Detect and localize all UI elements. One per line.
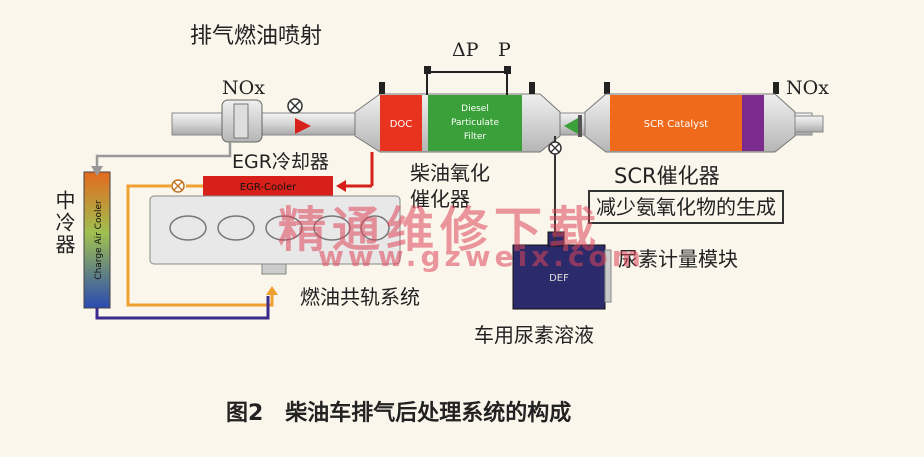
charge-air-cooler <box>83 171 111 309</box>
egr-cooler <box>203 176 333 196</box>
nox-outlet-label: NOx <box>786 77 829 99</box>
intake-line <box>126 184 274 307</box>
watermark-cn: 精通维修下载 <box>278 202 603 258</box>
egr-label: EGR-Cooler <box>240 182 297 193</box>
watermark-url: www.gzweix.com <box>318 240 645 273</box>
egr-valve <box>171 179 185 193</box>
temp-sensors <box>379 82 779 94</box>
dosing-module-label: 尿素计量模块 <box>618 247 738 271</box>
dpf-block <box>428 95 522 151</box>
cooled-air-line <box>95 296 270 320</box>
urea-injector <box>564 118 578 134</box>
figure-caption: 图2 柴油车排气后处理系统的构成 <box>226 401 572 426</box>
common-rail-label: 燃油共轨系统 <box>300 285 420 309</box>
scr-note-box: 减少氨氧化物的生成 <box>588 190 784 224</box>
scr-cn-label: SCR催化器 <box>614 164 720 188</box>
p-label: P <box>498 39 511 61</box>
svg-text:Particulate: Particulate <box>451 118 499 128</box>
doc-label: DOC <box>390 119 413 130</box>
def-label: DEF <box>549 273 569 284</box>
exhaust-injection-title: 排气燃油喷射 <box>190 24 323 49</box>
egr-cooler-cn-label: EGR冷却器 <box>232 151 329 173</box>
doc-block <box>380 95 422 151</box>
svg-text:Filter: Filter <box>464 132 487 142</box>
delta-p-label: ΔP <box>452 39 479 61</box>
intercooler-label: Charge Air Cooler <box>94 200 104 280</box>
doc-cn-label: 柴油氧化催化器 <box>410 161 490 211</box>
nox-inlet-label: NOx <box>222 77 265 99</box>
svg-text:Diesel: Diesel <box>461 104 489 114</box>
pressure-sense-line <box>426 71 508 95</box>
intercooler-cn-label: 中冷器 <box>52 190 76 256</box>
def-tank <box>512 244 606 310</box>
fuel-injector-valve <box>287 98 311 134</box>
charge-air-line <box>95 142 232 172</box>
scr-block <box>610 95 742 151</box>
urea-solution-label: 车用尿素溶液 <box>474 323 594 347</box>
scr-label: SCR Catalyst <box>644 119 709 130</box>
